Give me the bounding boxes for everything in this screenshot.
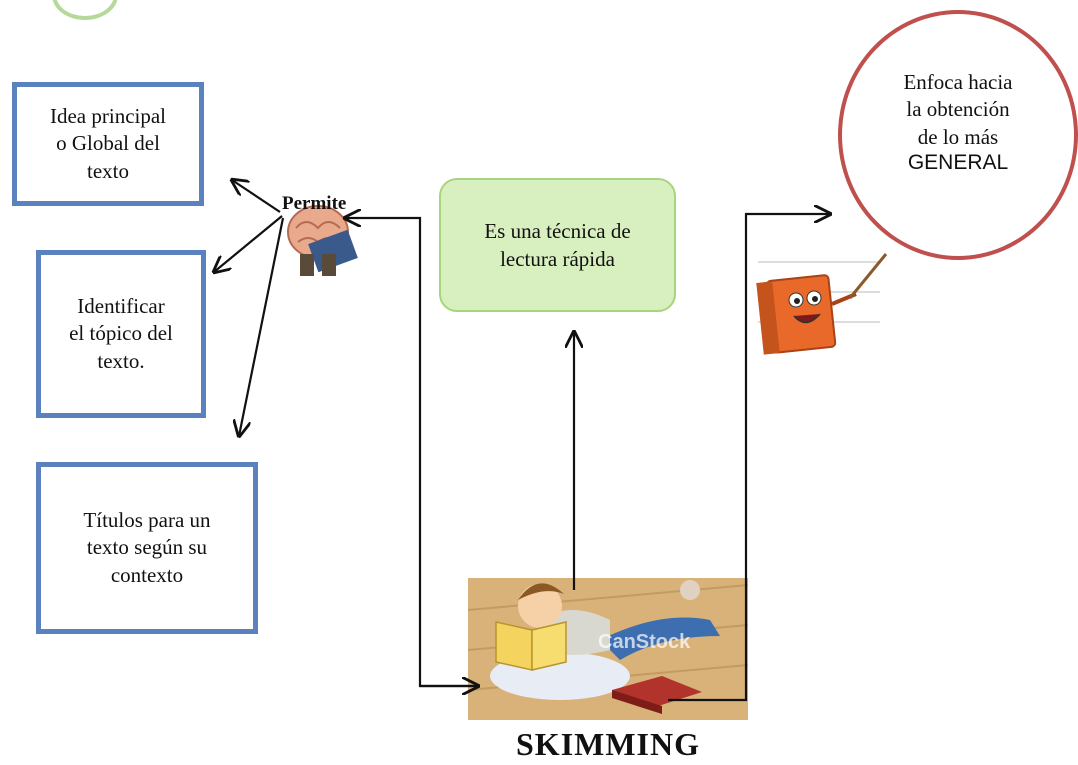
arrow-to-titulos [239,217,285,436]
box-identificar-topico: Identificar el tópico del texto. [36,250,206,418]
arrow-to-permite [345,218,478,688]
circle-text: Enfoca hacia la obtención de lo más [903,70,1013,149]
book-character-icon [756,253,888,355]
box-titulos-text: Títulos para un texto según su contexto [83,508,211,587]
box-idea-principal: Idea principal o Global del texto [12,82,204,206]
watermark-text: CanStock [598,631,691,653]
box-idea-principal-text: Idea principal o Global del texto [49,104,167,183]
diagram-title: SKIMMING [516,726,700,762]
arrow-to-circle [668,214,830,702]
arrow-to-identificar [214,215,283,272]
boy-reading-illustration: CanStock [467,578,749,720]
general-circle: Enfoca hacia la obtención de lo más GENE… [838,10,1078,260]
arrow-to-idea [232,180,281,213]
technique-box: Es una técnica de lectura rápida [439,178,676,312]
permite-label: Permite [282,193,347,214]
circle-emphasis: GENERAL [907,150,1009,174]
technique-text: Es una técnica de lectura rápida [484,218,631,271]
box-identificar-text: Identificar el tópico del texto. [69,294,173,373]
box-titulos: Títulos para un texto según su contexto [36,462,258,634]
brain-reading-icon [287,205,358,276]
